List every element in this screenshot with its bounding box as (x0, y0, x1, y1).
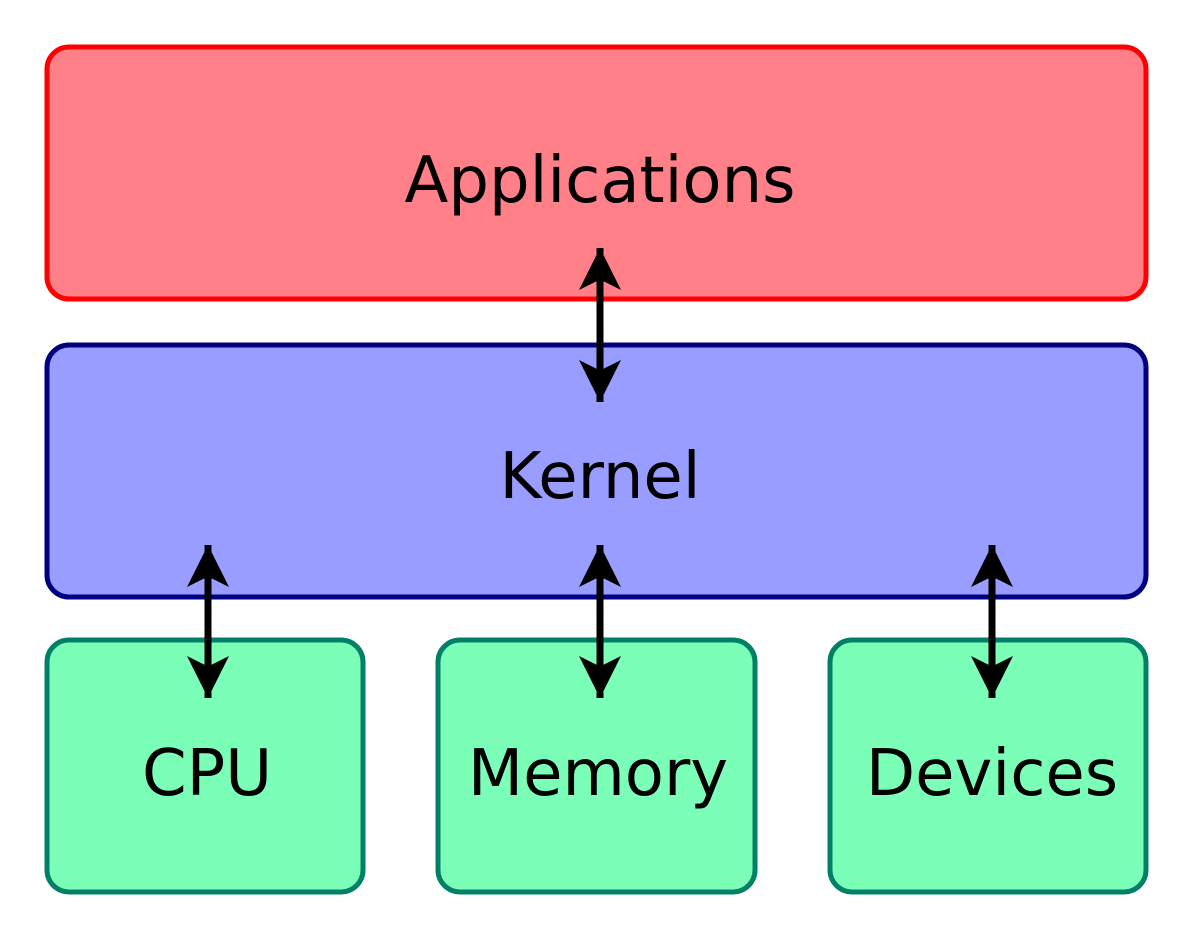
cpu-component: CPU (44, 637, 366, 895)
cpu-label: CPU (142, 737, 272, 811)
kernel-label: Kernel (499, 440, 700, 514)
applications-label: Applications (405, 144, 796, 218)
hardware-layer: CPU Memory Devices (44, 637, 1149, 895)
memory-component: Memory (435, 637, 758, 895)
connections (187, 248, 1013, 698)
applications-layer: Applications (44, 44, 1149, 302)
devices-component: Devices (827, 637, 1149, 895)
devices-label: Devices (866, 737, 1118, 811)
memory-label: Memory (468, 737, 728, 811)
